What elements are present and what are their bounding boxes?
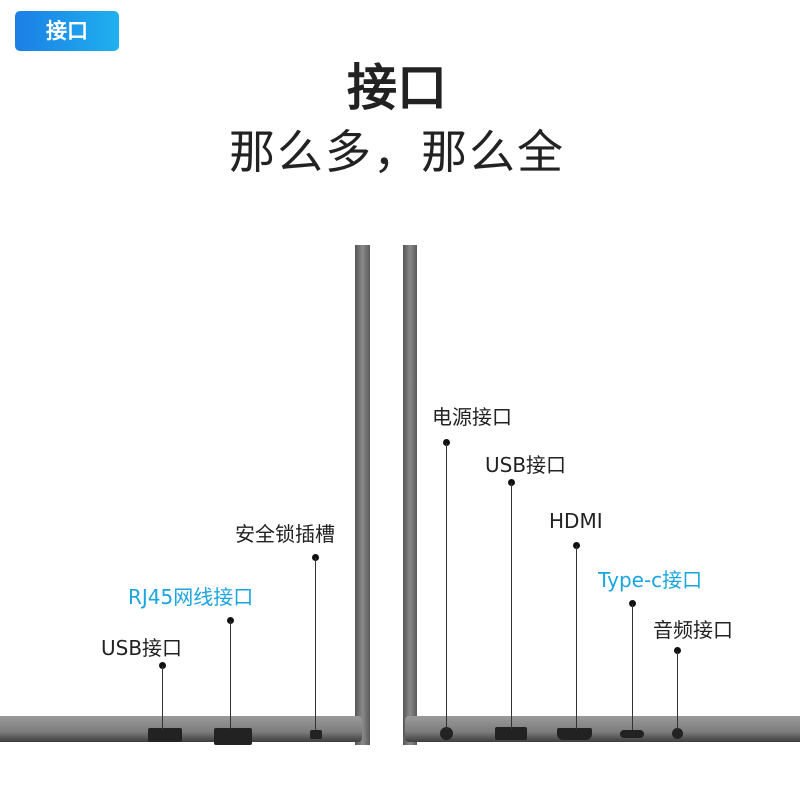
dot [443,439,450,446]
rj45-port [214,728,252,745]
leader-line [632,604,633,730]
label-rj45: RJ45网线接口 [128,585,254,609]
leader-line [576,546,577,730]
leader-line [446,443,447,730]
usb-port-left [148,728,182,742]
dot [312,554,319,561]
section-badge: 接口 [15,11,119,51]
label-typec: Type-c接口 [598,568,703,592]
dot [573,542,580,549]
typec-port [620,730,644,738]
power-port [440,727,453,740]
leader-line [230,621,231,729]
leader-line [511,483,512,730]
leader-line [315,558,316,730]
label-lock-slot: 安全锁插槽 [235,522,335,546]
audio-port [672,728,683,739]
right-laptop-base [405,716,800,742]
page-title: 接口 [347,59,447,117]
leader-line [162,666,163,730]
lock-slot [310,730,322,739]
dot [159,662,166,669]
dot [674,647,681,654]
label-audio: 音频接口 [653,618,733,642]
dot [629,600,636,607]
label-power: 电源接口 [432,405,512,429]
dot [508,479,515,486]
right-laptop-screen [403,245,417,745]
left-laptop-screen [355,245,370,745]
label-hdmi: HDMI [549,509,603,533]
usb-port-right [495,727,527,740]
label-usb-right: USB接口 [485,453,567,477]
dot [227,617,234,624]
hdmi-port [557,728,592,740]
leader-line [677,651,678,730]
page-subtitle: 那么多，那么全 [229,125,565,179]
label-usb-left: USB接口 [101,636,183,660]
